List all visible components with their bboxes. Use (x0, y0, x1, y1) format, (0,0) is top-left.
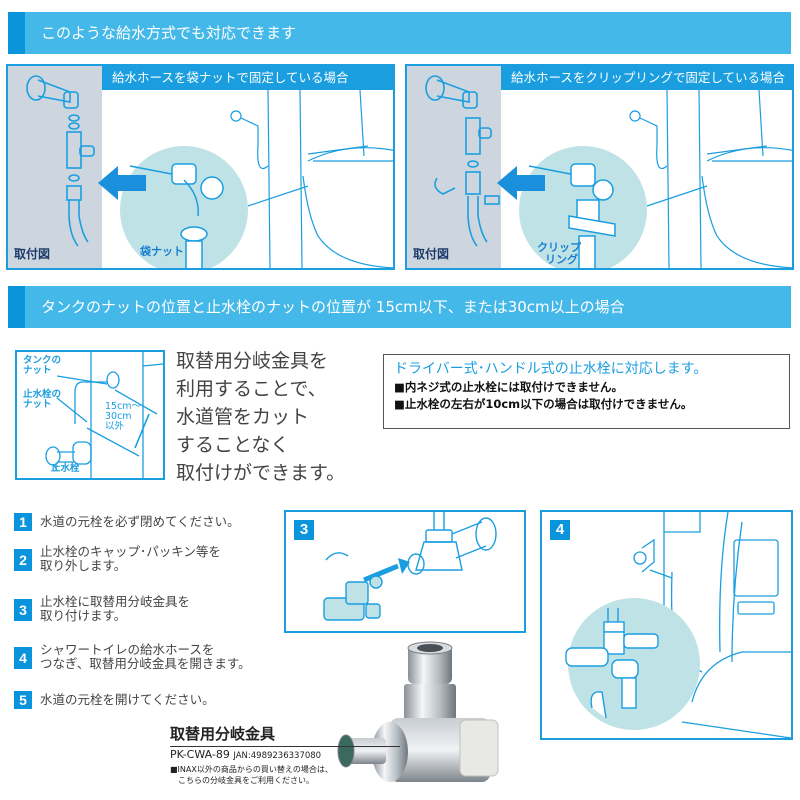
step-3: 3 止水栓に取替用分岐金具を 取り付けます。 (14, 595, 190, 623)
clip-ring-closeup-icon (528, 163, 616, 268)
step-line: 水道の元栓を必ず閉めてください。 (40, 514, 240, 529)
install-diagram-label: 取付図 (14, 247, 51, 261)
intro-line: 水道管をカット (176, 406, 310, 428)
valve-nut-line2: ナット (23, 399, 52, 410)
panel-title: 給水ホースをクリップリングで固定している場合 (501, 66, 792, 90)
intro-description: 取替用分岐金具を 利用することで、 水道管をカット することなく 取付けができま… (176, 347, 345, 487)
step-text: 止水栓に取替用分岐金具を 取り付けます。 (40, 595, 190, 623)
intro-line: 取付けができます。 (176, 462, 346, 484)
valve-attach-illustration (323, 512, 497, 621)
banner-title: タンクのナットの位置と止水栓のナットの位置が 15cm以下、または30cm以上の… (41, 298, 625, 316)
product-jan: JAN:4989236337080 (233, 751, 322, 761)
distance-line3: 以外 (105, 421, 125, 432)
step-line: 取り外します。 (40, 558, 127, 573)
banner-accent-bar (8, 286, 25, 328)
valve-nut-line1: 止水栓の (23, 389, 62, 400)
arrow-left-icon (98, 166, 146, 200)
distance-label: 15cm〜 30cm 以外 (105, 402, 141, 432)
step-5: 5 水道の元栓を開けてください。 (14, 691, 215, 709)
step-1: 1 水道の元栓を必ず閉めてください。 (14, 513, 240, 531)
step-number: 3 (14, 599, 32, 621)
step-line: 止水栓に取替用分岐金具を (40, 594, 191, 609)
step-text: シャワートイレの給水ホースを つなぎ、取替用分岐金具を開きます。 (40, 643, 251, 671)
step-text: 水道の元栓を必ず閉めてください。 (40, 515, 240, 529)
panel-clip-ring: 給水ホースをクリップリングで固定している場合 クリップ リング (405, 64, 794, 270)
step-number: 1 (14, 513, 32, 531)
product-note-line1: ■INAX以外の商品からの買い替えの場合は、 (170, 765, 333, 774)
arrow-left-icon (497, 166, 545, 200)
notice-item: ■内ネジ式の止水栓には取付けできません。 (394, 380, 624, 394)
install-diagram-column (8, 66, 102, 268)
tank-nut-line1: タンクの (23, 355, 62, 366)
step-text: 水道の元栓を開けてください。 (40, 693, 215, 707)
panel-title: 給水ホースを袋ナットで固定している場合 (102, 66, 393, 90)
clip-ring-label-line2: リング (545, 253, 578, 266)
figure-badge: 4 (550, 520, 570, 540)
intro-line: 利用することで、 (176, 378, 327, 400)
tank-nut-line2: ナット (23, 365, 52, 376)
banner-title: このような給水方式でも対応できます (41, 24, 297, 42)
valve-nut-label: 止水栓の ナット (23, 390, 61, 410)
panel-bag-nut: 給水ホースを袋ナットで固定している場合 袋ナット 取付図 (6, 64, 395, 270)
distance-line1: 15cm〜 (105, 401, 142, 412)
step-number: 5 (14, 691, 32, 709)
step-line: 水道の元栓を開けてください。 (40, 692, 215, 707)
step-line: つなぎ、取替用分岐金具を開きます。 (40, 656, 251, 671)
step-3-figure: 3 (284, 510, 526, 633)
section-banner-nut-position: タンクのナットの位置と止水栓のナットの位置が 15cm以下、または30cm以上の… (8, 286, 791, 328)
clip-ring-label: クリップ リング (537, 242, 581, 266)
section-banner-supply-types: このような給水方式でも対応できます (8, 12, 791, 54)
toilet-hose-connection-illustration (565, 512, 791, 738)
install-diagram-label: 取付図 (413, 247, 450, 261)
intro-line: 取替用分岐金具を (176, 350, 329, 372)
step-line: 取り付けます。 (40, 608, 127, 623)
step-number: 2 (14, 549, 32, 571)
product-code: PK-CWA-89 JAN:4989236337080 (170, 747, 380, 764)
product-name: 取替用分岐金具 (170, 724, 400, 747)
tank-nut-label: タンクの ナット (23, 356, 61, 376)
step-number: 4 (14, 647, 32, 669)
bag-nut-label: 袋ナット (140, 245, 184, 258)
closeup-circle: クリップ リング (519, 146, 647, 268)
step-line: 止水栓のキャップ･パッキン等を (40, 544, 221, 559)
figure-badge: 3 (294, 520, 314, 540)
product-note-line2: こちらの分岐金具をご利用ください。 (178, 776, 314, 785)
exploded-parts-icon (425, 75, 500, 247)
banner-accent-bar (8, 12, 25, 54)
step-line: シャワートイレの給水ホースを (40, 642, 215, 657)
notice-headline: ドライバー式･ハンドル式の止水栓に対応します。 (394, 361, 708, 377)
distance-line2: 30cm (105, 411, 132, 422)
step-2: 2 止水栓のキャップ･パッキン等を 取り外します。 (14, 545, 221, 573)
bag-nut-closeup-icon (129, 163, 224, 268)
step-4: 4 シャワートイレの給水ホースを つなぎ、取替用分岐金具を開きます。 (14, 643, 251, 671)
compatibility-notice: ドライバー式･ハンドル式の止水栓に対応します。 ■内ネジ式の止水栓には取付けでき… (383, 354, 790, 429)
toilet-illustration (629, 89, 792, 268)
product-model: PK-CWA-89 (170, 748, 230, 761)
step-text: 止水栓のキャップ･パッキン等を 取り外します。 (40, 545, 221, 573)
product-photo (337, 641, 499, 782)
nut-distance-diagram: タンクの ナット 止水栓の ナット 15cm〜 30cm 以外 止水栓 (15, 350, 165, 480)
install-diagram-column (407, 66, 501, 268)
valve-distance-icon (45, 352, 163, 478)
step-4-figure: 4 (540, 510, 793, 740)
closeup-circle: 袋ナット (120, 146, 248, 268)
exploded-parts-icon (26, 75, 95, 247)
stop-valve-label: 止水栓 (51, 463, 80, 474)
notice-item: ■止水栓の左右が10cm以下の場合は取付けできません。 (394, 397, 693, 411)
intro-line: することなく (176, 434, 290, 456)
product-info: 取替用分岐金具 PK-CWA-89 JAN:4989236337080 ■INA… (170, 724, 400, 786)
toilet-illustration (230, 89, 393, 268)
clip-ring-label-line1: クリップ (537, 241, 581, 254)
